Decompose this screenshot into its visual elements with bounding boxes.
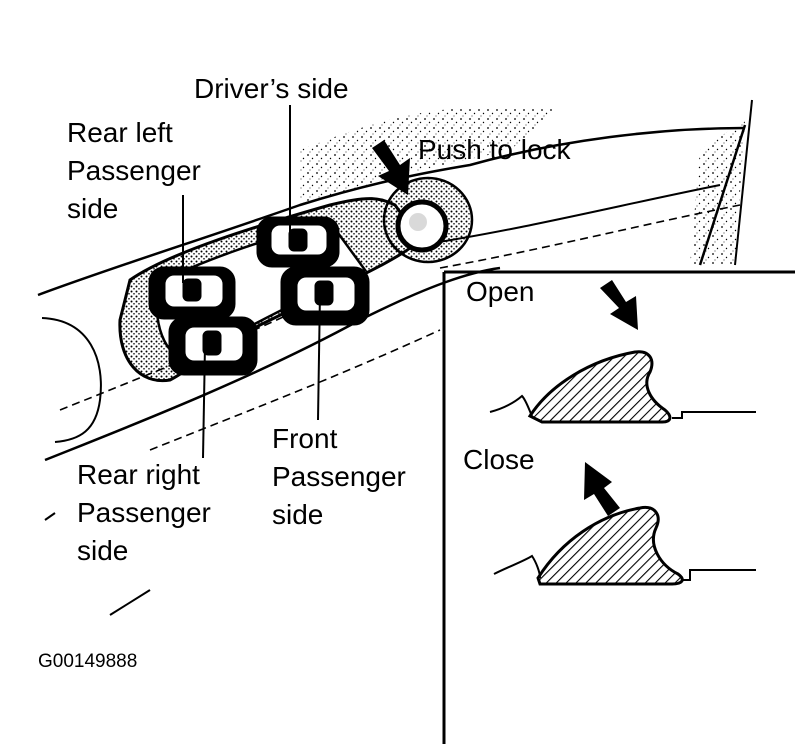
label-line: side	[67, 193, 119, 224]
switches	[148, 216, 370, 376]
open-line-left	[489, 394, 533, 417]
pillar-2	[734, 99, 753, 266]
open-line-right	[672, 411, 756, 419]
edge-stroke-2	[44, 512, 56, 521]
push-arrow	[372, 140, 410, 195]
leader-rear-right	[202, 344, 206, 459]
label-line: Rear right	[77, 459, 200, 490]
open-knob	[527, 350, 672, 424]
leader-front	[317, 291, 321, 421]
switch-driver	[256, 216, 340, 268]
close-line-left	[493, 554, 541, 579]
label-line: Front	[272, 423, 338, 454]
stippled-upper-trim	[300, 108, 560, 205]
figure-code: G00149888	[38, 651, 138, 672]
sill-dashed-2	[149, 329, 441, 451]
label-line: Passenger	[77, 497, 211, 528]
edge-stroke	[109, 589, 151, 616]
label-push-to-lock: Push to lock	[418, 134, 571, 165]
close-line-right	[682, 569, 756, 581]
switch-front-passenger	[280, 266, 370, 326]
open-illustration	[489, 280, 756, 424]
stippled-pillar	[690, 120, 745, 265]
label-close: Close	[463, 444, 535, 475]
close-illustration	[493, 462, 756, 586]
label-drivers-side: Driver’s side	[194, 73, 349, 104]
label-line: side	[77, 535, 129, 566]
open-arrow	[600, 280, 638, 330]
label-open: Open	[466, 276, 535, 307]
label-line: Passenger	[272, 461, 406, 492]
lock-button	[382, 176, 474, 264]
switch-rear-right	[168, 316, 258, 376]
label-rear-right-passenger: Rear right Passenger side	[77, 456, 211, 570]
switch-rear-left	[148, 266, 236, 320]
door-curve-left	[41, 317, 102, 443]
close-knob	[536, 505, 684, 586]
window-sill	[44, 266, 501, 462]
label-line: side	[272, 499, 324, 530]
inset-box	[442, 270, 795, 744]
label-line: Rear left	[67, 117, 173, 148]
close-arrow	[584, 462, 620, 516]
label-front-passenger: Front Passenger side	[272, 420, 406, 534]
label-rear-left-passenger: Rear left Passenger side	[67, 114, 201, 228]
leader-lines	[182, 105, 321, 459]
label-line: Passenger	[67, 155, 201, 186]
